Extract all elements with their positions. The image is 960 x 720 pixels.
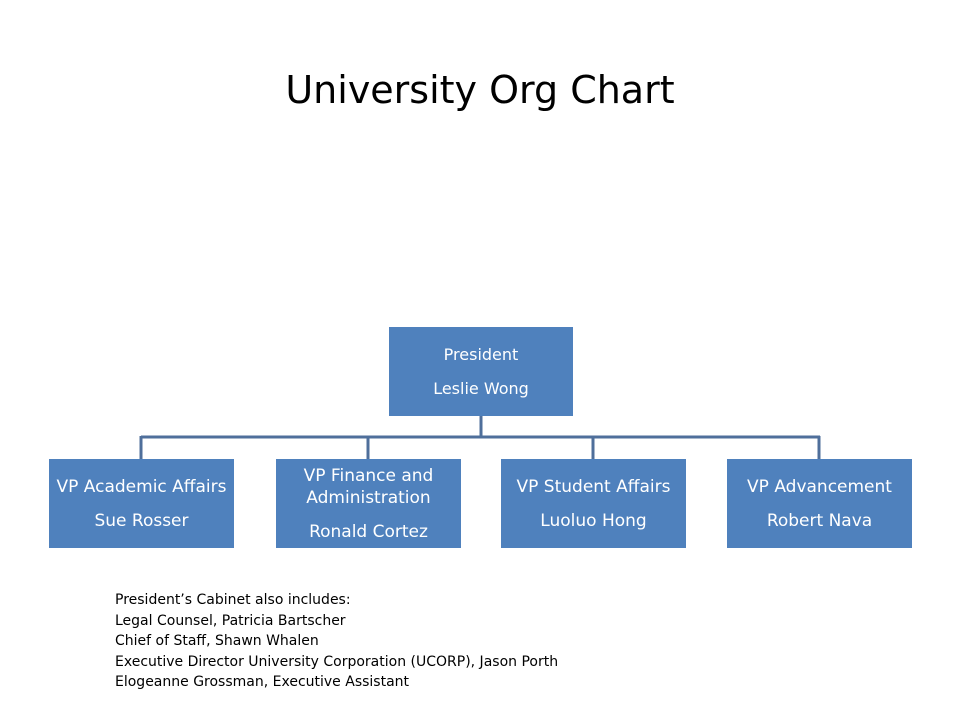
node-name: Ronald Cortez [309, 521, 428, 542]
org-node-vp-advancement: VP Advancement Robert Nava [727, 459, 912, 548]
node-role: VP Academic Affairs [56, 476, 227, 497]
cabinet-member: Chief of Staff, Shawn Whalen [115, 633, 319, 649]
node-role: VP Student Affairs [516, 476, 671, 497]
cabinet-member: Legal Counsel, Patricia Bartscher [115, 612, 346, 629]
org-node-vp-academic-affairs: VP Academic Affairs Sue Rosser [49, 459, 234, 548]
org-node-president: President Leslie Wong [389, 327, 573, 416]
cabinet-member: Executive Director University Corporatio… [115, 653, 559, 670]
org-node-vp-student-affairs: VP Student Affairs Luoluo Hong [501, 459, 686, 548]
node-name: Robert Nava [766, 510, 873, 531]
node-role: VP Finance and Administration [303, 465, 434, 508]
node-name: Sue Rosser [94, 510, 189, 531]
org-node-vp-finance: VP Finance and Administration Ronald Cor… [276, 459, 461, 548]
node-role: VP Advancement [747, 476, 892, 497]
cabinet-member: Elogeanne Grossman, Executive Assistant [115, 674, 410, 690]
slide-title: University Org Chart [285, 68, 675, 112]
cabinet-heading: President’s Cabinet also includes: [115, 592, 351, 608]
cabinet-note: President’s Cabinet also includes: Legal… [115, 590, 558, 693]
node-role: President [443, 344, 519, 364]
node-name: Leslie Wong [433, 378, 529, 398]
node-name: Luoluo Hong [540, 510, 647, 531]
